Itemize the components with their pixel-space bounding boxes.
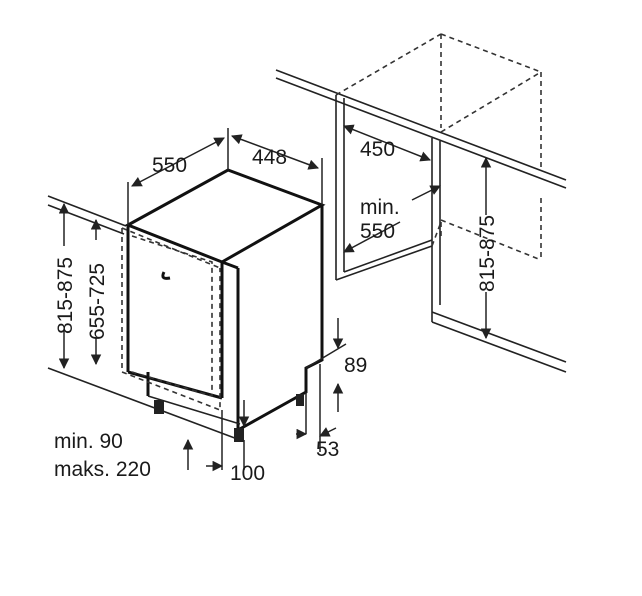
dim-depth-top-label: 448 bbox=[252, 146, 287, 169]
dishwasher-body bbox=[47, 168, 326, 442]
dim-toe-max-label: maks. 220 bbox=[54, 458, 151, 481]
niche-outline bbox=[275, 69, 567, 373]
front-panel-dashed bbox=[121, 227, 221, 412]
dim-toe-min-label: min. 90 bbox=[54, 430, 123, 453]
dim-niche-min-label: min. bbox=[360, 196, 400, 219]
dim-plinth-height-label: 89 bbox=[344, 354, 367, 377]
dim-lines bbox=[58, 124, 492, 472]
dim-width-top-label: 550 bbox=[152, 154, 187, 177]
dim-niche-depth-label: 450 bbox=[360, 138, 395, 161]
dim-niche-height-label: 815-875 bbox=[476, 215, 499, 292]
dim-plinth-offset-label: 53 bbox=[316, 438, 339, 461]
niche-dashed-box bbox=[335, 33, 542, 261]
dim-total-height-label: 815-875 bbox=[54, 257, 77, 334]
dim-front-height-label: 655-725 bbox=[86, 263, 109, 340]
dim-niche-min-value: 550 bbox=[360, 220, 395, 243]
dim-toe-depth-label: 100 bbox=[230, 462, 265, 485]
